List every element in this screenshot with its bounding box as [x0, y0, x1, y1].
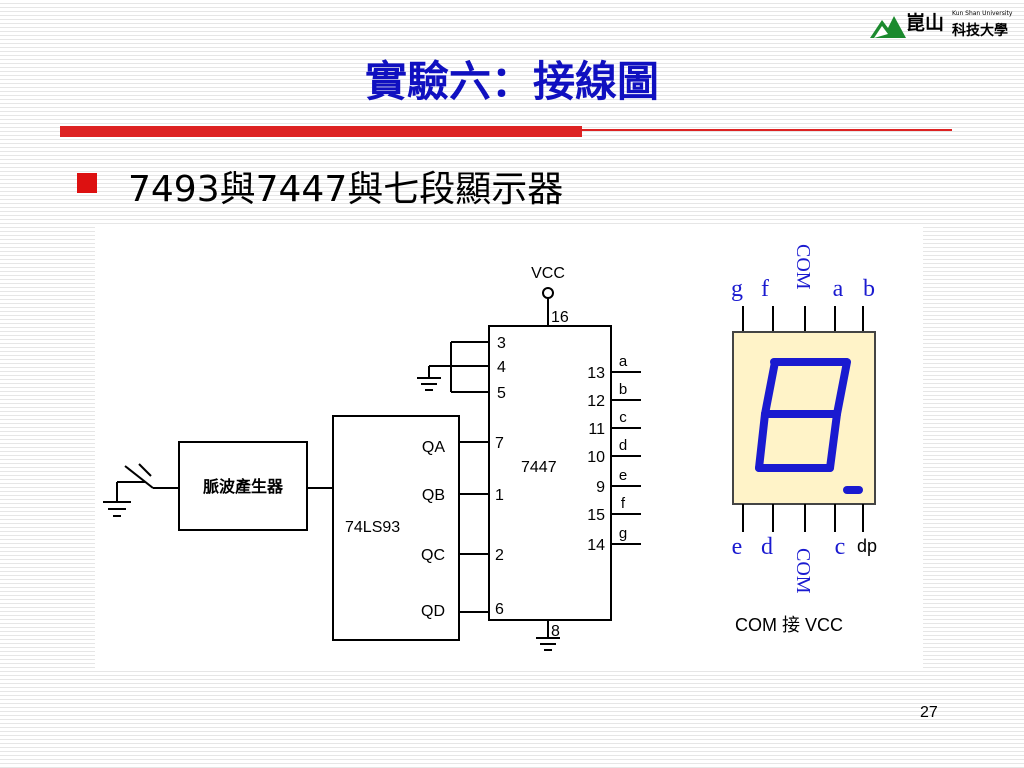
output-pin-a: 13 a — [587, 353, 641, 382]
q-label-qc: QC — [421, 547, 445, 564]
vcc-pin-number: 16 — [551, 309, 569, 326]
q-pin-2: 2 — [495, 547, 504, 564]
wiring-diagram: 脈波產生器 74LS93 QA QB QC QD VCC 16 7447 3 4… — [103, 244, 877, 651]
svg-text:14: 14 — [587, 537, 605, 554]
svg-text:b: b — [619, 381, 627, 398]
svg-text:13: 13 — [587, 365, 605, 382]
vcc-terminal — [542, 287, 554, 299]
output-pin-f: 15 f — [587, 495, 641, 524]
seg-label-g: g — [731, 276, 743, 302]
output-pin-c: 11 c — [588, 409, 641, 438]
university-logo: 崑山 Kun Shan University 科技大學 — [868, 2, 1018, 46]
svg-text:15: 15 — [587, 507, 605, 524]
switch-symbol — [116, 463, 179, 496]
ic-7447-label: 7447 — [521, 459, 557, 476]
q-label-qd: QD — [421, 603, 445, 620]
q-pin-1: 1 — [495, 487, 504, 504]
logo-cn-text-2: 科技大學 — [952, 23, 1008, 39]
output-pin-d: 10 d — [587, 437, 641, 466]
gnd-pin-number: 8 — [551, 623, 560, 640]
q-label-qb: QB — [422, 487, 445, 504]
bullet-text: 7493與7447與七段顯示器 — [128, 169, 564, 210]
svg-text:12: 12 — [587, 393, 605, 410]
output-pin-b: 12 b — [587, 381, 641, 410]
display-top-pins — [742, 306, 864, 332]
output-pin-e: 9 e — [596, 467, 641, 496]
vcc-label: VCC — [531, 265, 565, 282]
ground-symbol-inputs — [417, 366, 441, 391]
pulse-generator-box — [178, 441, 308, 531]
ic-74ls93-box — [332, 415, 460, 641]
logo-mountain-icon — [870, 16, 906, 38]
seg-label-a: a — [833, 276, 844, 302]
title-underline — [60, 126, 582, 137]
input-pin-3: 3 — [497, 335, 506, 352]
com-note: COM 接 VCC — [735, 615, 843, 635]
seg-label-c: c — [835, 534, 846, 560]
ground-symbol-left — [103, 496, 131, 517]
svg-text:c: c — [619, 409, 627, 426]
q-label-qa: QA — [422, 439, 445, 456]
seven-segment-digit — [755, 358, 851, 472]
seg-label-com-top: COM — [792, 244, 814, 290]
svg-text:g: g — [619, 525, 627, 542]
seg-label-com-bottom: COM — [792, 548, 814, 594]
seg-label-f: f — [761, 276, 769, 302]
bullet-square-icon — [77, 173, 97, 193]
seg-label-b: b — [863, 276, 875, 302]
svg-text:d: d — [619, 437, 627, 454]
svg-text:a: a — [619, 353, 628, 370]
seg-label-e: e — [732, 534, 743, 560]
seg-label-dp: dp — [857, 536, 877, 556]
svg-text:e: e — [619, 467, 627, 484]
ic-7447-box — [488, 325, 612, 621]
slide-title: 實驗六：接線圖 — [364, 57, 659, 106]
svg-text:11: 11 — [588, 421, 605, 438]
pulse-generator-label: 脈波產生器 — [203, 477, 284, 496]
title-underline-thin — [582, 129, 952, 131]
page-number: 27 — [920, 704, 938, 721]
seg-label-d: d — [761, 534, 773, 560]
svg-text:10: 10 — [587, 449, 605, 466]
logo-cn-text: 崑山 — [906, 12, 945, 34]
wiring-diagram-panel: 脈波產生器 74LS93 QA QB QC QD VCC 16 7447 3 4… — [95, 226, 923, 670]
q-pin-7: 7 — [495, 435, 504, 452]
ground-symbol-ic — [536, 637, 560, 651]
logo-en-text: Kun Shan University — [952, 10, 1013, 17]
display-bottom-pins — [742, 504, 864, 532]
input-pin-5: 5 — [497, 385, 506, 402]
input-pin-4: 4 — [497, 359, 506, 376]
output-pin-g: 14 g — [587, 525, 641, 554]
svg-text:f: f — [621, 495, 626, 512]
q-pin-6: 6 — [495, 601, 504, 618]
svg-text:9: 9 — [596, 479, 605, 496]
ic-74ls93-label: 74LS93 — [345, 519, 400, 536]
